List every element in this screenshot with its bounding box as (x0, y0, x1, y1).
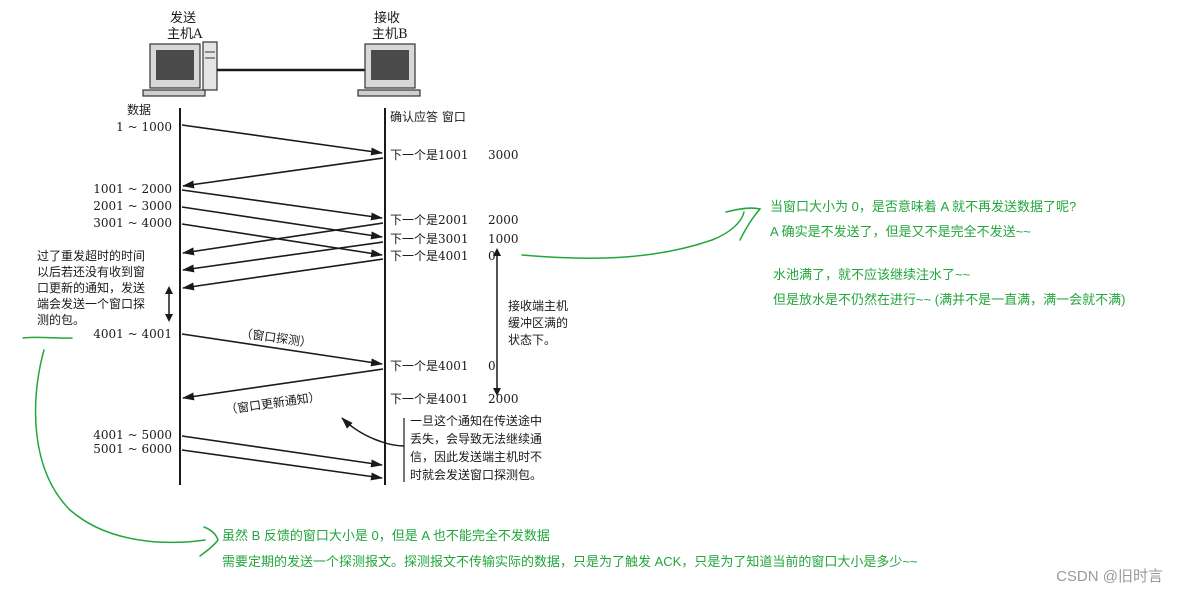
receiver-host-label-1: 接收 (374, 10, 400, 26)
svg-text:丢失，会导致无法继续通: 丢失，会导致无法继续通 (410, 431, 542, 446)
receiver-window-label: 2000 (488, 213, 519, 227)
sender-computer-icon (142, 41, 218, 97)
svg-text:状态下。: 状态下。 (508, 333, 556, 347)
ack-arrow (182, 241, 384, 273)
sender-column-header: 数据 (127, 102, 151, 117)
sender-label: 4001 ~ 4001 (93, 327, 172, 341)
annotation-strokes (22, 207, 762, 557)
receiver-window-label: 0 (488, 249, 496, 263)
svg-text:测的包。: 测的包。 (37, 312, 85, 327)
lost-update-note: 一旦这个通知在传送途中 丢失，会导致无法继续通 信，因此发送端主机时不 时就会发… (410, 413, 542, 482)
annotation-bottom-line-2: 需要定期的发送一个探测报文。探测报文不传输实际的数据，只是为了触发 ACK，只是… (222, 554, 918, 569)
sender-label: 2001 ~ 3000 (93, 199, 172, 213)
data-segment-arrow (181, 206, 383, 240)
sender-host-label-2: 主机A (167, 27, 203, 42)
svg-text:以后若还没有收到窗: 以后若还没有收到窗 (37, 264, 145, 279)
lost-update-pointer (341, 417, 405, 447)
annotation-connector-bottom (34, 349, 206, 544)
receiver-ack-label: 下一个是2001 (390, 213, 469, 227)
update-arrow-label: （窗口更新通知） (224, 389, 321, 417)
svg-text:过了重发超时的时间: 过了重发超时的时间 (37, 248, 145, 263)
receiver-window-label: 1000 (488, 232, 519, 246)
sender-host-label-1: 发送 (170, 10, 196, 26)
data-segment-arrow (181, 223, 383, 258)
receiver-ack-label: 下一个是4001 (390, 392, 469, 406)
receiver-window-label: 0 (488, 359, 496, 373)
ack-arrow (182, 157, 384, 189)
svg-text:信，因此发送端主机时不: 信，因此发送端主机时不 (410, 449, 542, 464)
annotation-question: 当窗口大小为 0，是否意味着 A 就不再发送数据了呢? (770, 199, 1076, 214)
sender-host: 发送 主机A (142, 10, 218, 97)
svg-text:端会发送一个窗口探: 端会发送一个窗口探 (37, 296, 145, 311)
ack-arrow (182, 258, 384, 291)
sender-label: 3001 ~ 4000 (93, 216, 172, 230)
annotation-connector-right (521, 211, 745, 259)
receiver-window-label: 3000 (488, 148, 519, 162)
annotation-pool-line-1: 水池满了，就不应该继续注水了~~ (773, 267, 971, 282)
annotation-text: 当窗口大小为 0，是否意味着 A 就不再发送数据了呢? A 确实是不发送了，但是… (222, 199, 1125, 569)
receiver-ack-label: 下一个是1001 (390, 148, 469, 162)
retransmit-note: 过了重发超时的时间 以后若还没有收到窗 口更新的通知，发送 端会发送一个窗口探 … (37, 248, 145, 327)
annotation-bracket-bottom (199, 526, 219, 557)
data-segment-arrow (181, 124, 383, 156)
svg-text:时就会发送窗口探测包。: 时就会发送窗口探测包。 (410, 467, 542, 482)
svg-text:缓冲区满的: 缓冲区满的 (508, 315, 568, 330)
sender-label: 4001 ~ 5000 (93, 428, 172, 442)
receiver-column-header: 确认应答 窗口 (390, 109, 466, 124)
annotation-bracket-right (725, 207, 762, 241)
receiver-host-label-2: 主机B (372, 27, 408, 42)
annotation-pool-line-2: 但是放水是不仍然在进行~~ (满并不是一直满，满一会就不满) (773, 292, 1125, 307)
data-segment-arrow (181, 435, 383, 468)
data-segment-arrow (181, 449, 383, 481)
receiver-window-label: 2000 (488, 392, 519, 406)
svg-text:一旦这个通知在传送途中: 一旦这个通知在传送途中 (410, 413, 542, 428)
annotation-answer: A 确实是不发送了，但是又不是完全不发送~~ (770, 224, 1031, 239)
receiver-ack-label: 下一个是4001 (390, 359, 469, 373)
receiver-host: 接收 主机B (357, 10, 421, 97)
receiver-ack-label: 下一个是3001 (390, 232, 469, 246)
sender-label: 1001 ~ 2000 (93, 182, 172, 196)
window-update-arrow (182, 368, 384, 401)
svg-text:接收端主机: 接收端主机 (508, 298, 568, 313)
receiver-computer-icon (357, 43, 421, 97)
sender-label: 5001 ~ 6000 (93, 442, 172, 456)
receiver-ack-label: 下一个是4001 (390, 249, 469, 263)
svg-text:口更新的通知，发送: 口更新的通知，发送 (37, 280, 145, 295)
buffer-full-note: 接收端主机 缓冲区满的 状态下。 (508, 298, 568, 347)
probe-arrow-label: （窗口探测） (240, 326, 313, 350)
annotation-underline (22, 336, 73, 339)
sender-label: 1 ~ 1000 (116, 120, 172, 134)
data-segment-arrow (181, 189, 383, 221)
window-probe-arrow (181, 333, 383, 367)
annotation-bottom-line-1: 虽然 B 反馈的窗口大小是 0，但是 A 也不能完全不发数据 (222, 528, 550, 543)
ack-arrow (182, 222, 384, 256)
watermark: CSDN @旧时言 (1056, 568, 1163, 585)
